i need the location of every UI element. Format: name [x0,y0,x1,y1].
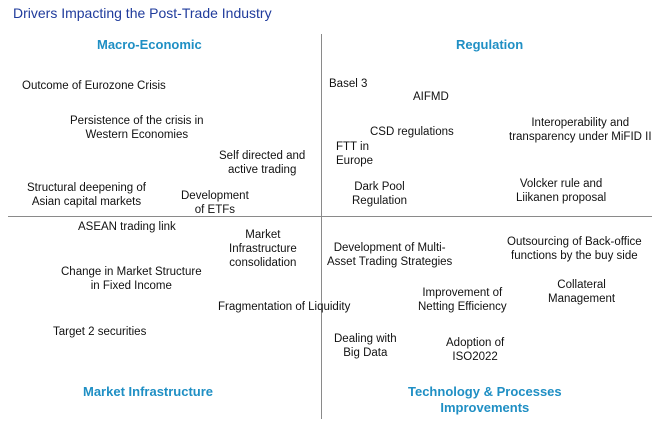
driver-self-directed-trading-line2: active trading [227,164,297,176]
driver-mi-consolidation-line3: consolidation [229,257,297,269]
driver-big-data-line2: Big Data [343,347,388,359]
driver-netting-efficiency-line2: Netting Efficiency [418,301,507,313]
driver-dark-pool-regulation: Dark Pool Regulation [352,180,407,208]
driver-liquidity-fragmentation: Fragmentation of Liquidity [218,301,351,313]
driver-mi-consolidation-line1: Market [245,229,281,241]
driver-mi-consolidation: Market Infrastructure consolidation [229,228,297,270]
driver-ftt-europe-line1: FTT in [336,141,370,153]
driver-crisis-persistence-line1: Persistence of the crisis in [70,115,204,127]
driver-basel-3: Basel 3 [329,78,368,90]
driver-iso-2022-adoption: Adoption of ISO2022 [446,336,504,364]
quadrant-heading-regulation: Regulation [456,37,524,52]
driver-fixed-income-structure-line2: in Fixed Income [90,280,172,292]
driver-netting-efficiency-line1: Improvement of [422,287,503,299]
driver-target-2-securities: Target 2 securities [53,326,147,338]
driver-back-office-outsourcing-line1: Outsourcing of Back-office [507,236,642,248]
driver-multi-asset-strategies-line2: Asset Trading Strategies [327,256,453,268]
quadrant-heading-macro-economic: Macro-Economic [97,37,202,52]
driver-asean-trading-link: ASEAN trading link [78,221,176,233]
driver-ftt-europe: FTT in Europe [336,140,373,168]
driver-crisis-persistence: Persistence of the crisis in Western Eco… [70,114,204,142]
driver-mi-consolidation-line2: Infrastructure [229,243,297,255]
driver-netting-efficiency: Improvement of Netting Efficiency [418,286,507,314]
driver-self-directed-trading: Self directed and active trading [219,149,305,177]
driver-asian-capital-markets: Structural deepening of Asian capital ma… [27,181,146,209]
quadrant-heading-technology-line2: Improvements [440,400,530,415]
driver-big-data-line1: Dealing with [334,333,397,345]
driver-mifid-interoperability-line1: Interoperability and [531,117,630,129]
driver-fixed-income-structure: Change in Market Structure in Fixed Inco… [61,265,202,293]
driver-dark-pool-regulation-line1: Dark Pool [354,181,405,193]
driver-collateral-management: Collateral Management [548,278,615,306]
driver-etf-development-line1: Development [181,190,249,202]
driver-etf-development: Development of ETFs [181,189,249,217]
driver-collateral-management-line1: Collateral [557,279,606,291]
driver-iso-2022-adoption-line2: ISO2022 [452,351,498,363]
driver-volcker-liikanen: Volcker rule and Liikanen proposal [516,177,606,205]
driver-fixed-income-structure-line1: Change in Market Structure [61,266,202,278]
driver-self-directed-trading-line1: Self directed and [219,150,306,162]
driver-multi-asset-strategies-line1: Development of Multi- [333,242,446,254]
driver-collateral-management-line2: Management [548,293,616,305]
vertical-divider [321,34,322,419]
driver-multi-asset-strategies: Development of Multi- Asset Trading Stra… [327,241,452,269]
driver-mifid-interoperability: Interoperability and transparency under … [509,116,652,144]
driver-back-office-outsourcing: Outsourcing of Back-office functions by … [507,235,642,263]
driver-etf-development-line2: of ETFs [194,204,236,216]
driver-asian-capital-markets-line1: Structural deepening of [27,182,146,194]
driver-back-office-outsourcing-line2: functions by the buy side [511,250,638,262]
driver-mifid-interoperability-line2: transparency under MiFID II [509,131,652,143]
driver-volcker-liikanen-line1: Volcker rule and [519,178,603,190]
driver-asian-capital-markets-line2: Asian capital markets [31,196,142,208]
horizontal-divider [8,216,652,217]
driver-crisis-persistence-line2: Western Economies [85,129,189,141]
driver-iso-2022-adoption-line1: Adoption of [446,337,505,349]
driver-dark-pool-regulation-line2: Regulation [352,195,407,207]
driver-csd-regulations: CSD regulations [370,126,454,138]
driver-eurozone-crisis: Outcome of Eurozone Crisis [22,80,166,92]
quadrant-heading-technology: Technology & Processes Improvements [408,384,562,416]
quadrant-heading-market-infrastructure: Market Infrastructure [83,384,214,399]
driver-aifmd: AIFMD [413,91,449,103]
driver-ftt-europe-line2: Europe [336,155,374,167]
quadrant-heading-technology-line1: Technology & Processes [408,384,562,399]
driver-volcker-liikanen-line2: Liikanen proposal [516,192,607,204]
diagram-title: Drivers Impacting the Post-Trade Industr… [13,5,272,21]
driver-big-data: Dealing with Big Data [334,332,397,360]
